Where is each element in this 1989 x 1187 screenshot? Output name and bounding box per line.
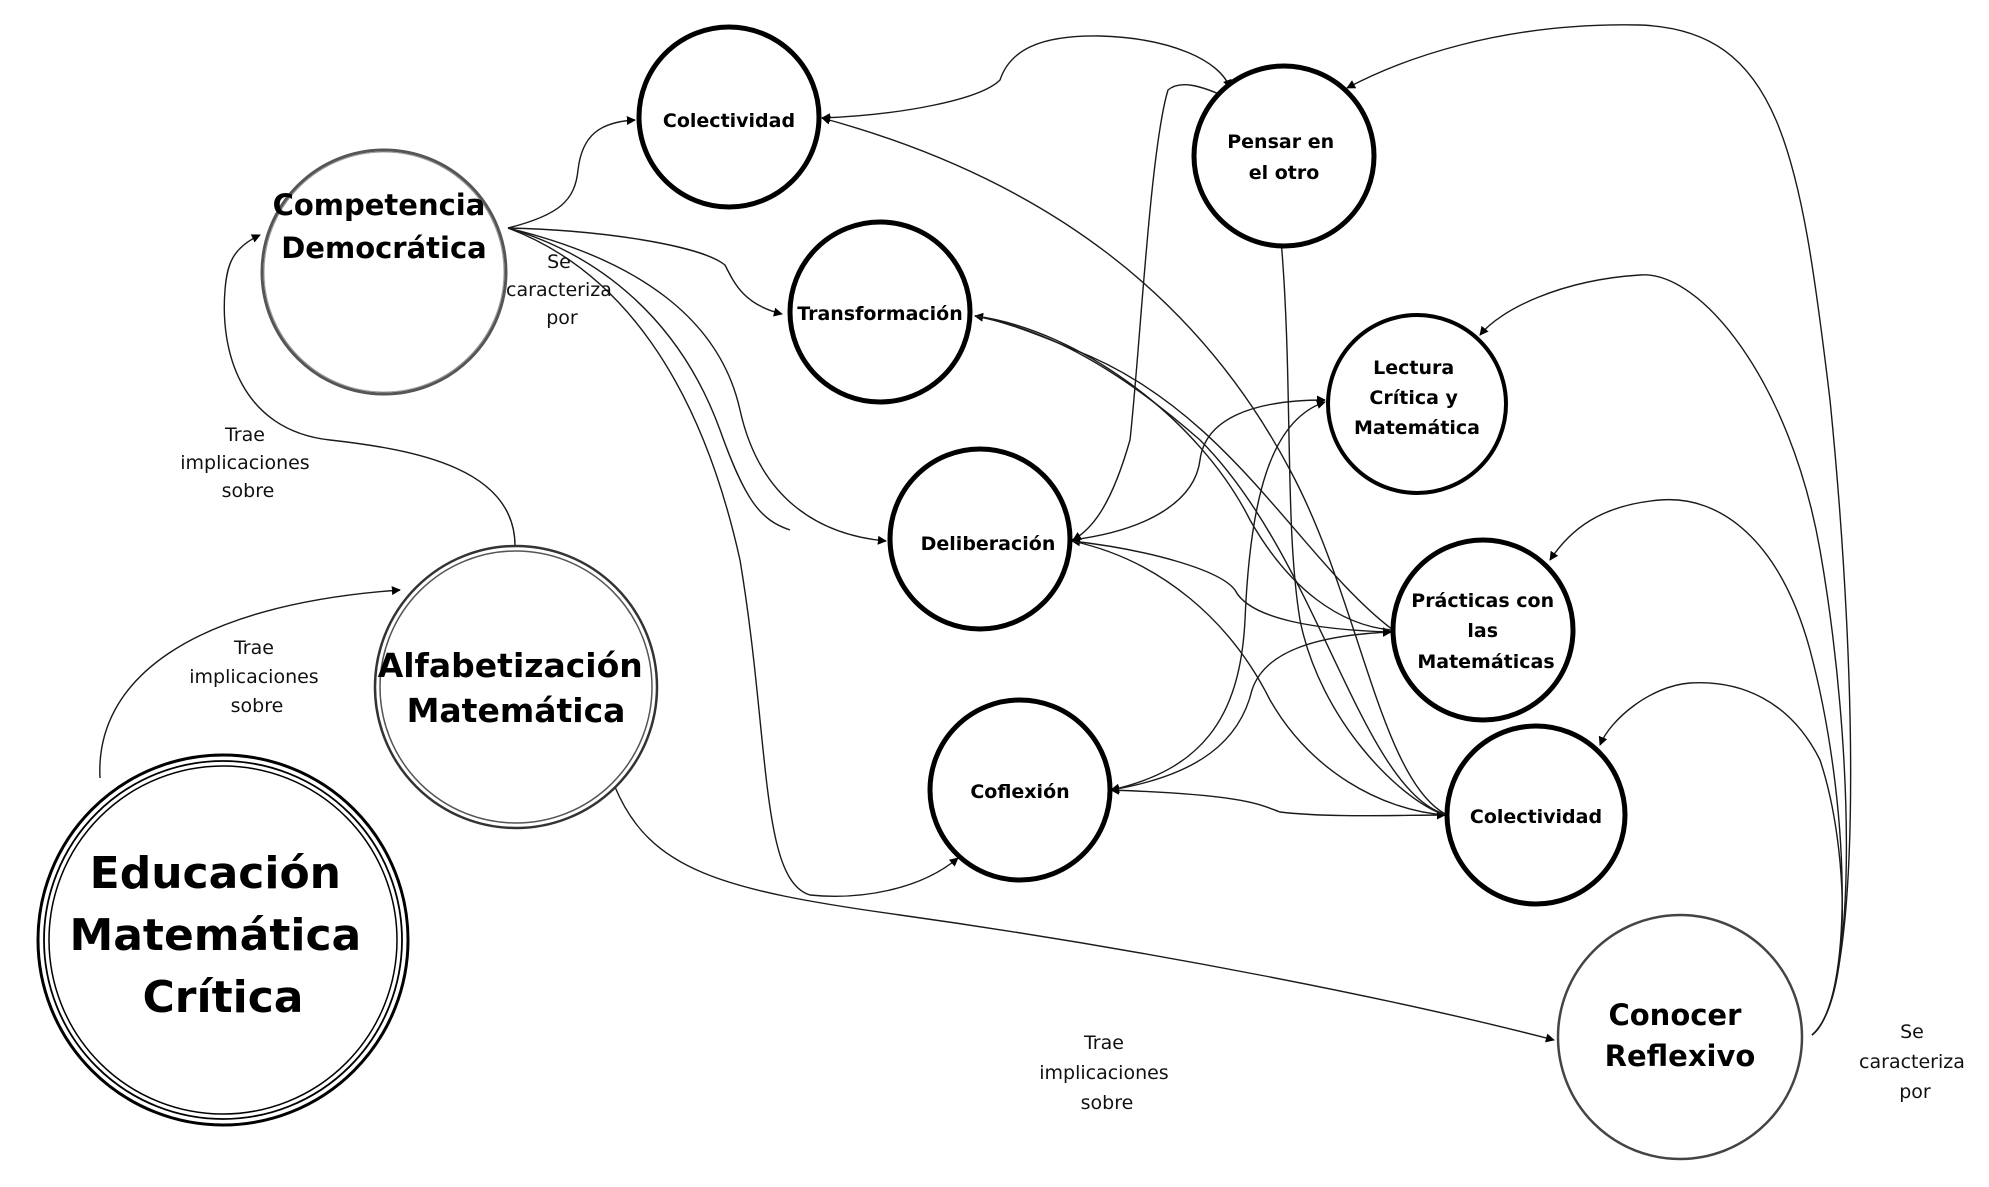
edge-conocer-pensar: [1346, 24, 1852, 1036]
node-colectividad-top[interactable]: Colectividad: [636, 24, 822, 210]
edge-labels: Se caracteriza por Trae implicaciones so…: [180, 251, 1971, 1114]
label-line: Trae: [1083, 1032, 1124, 1054]
node-practicas-line-2: las: [1467, 620, 1498, 642]
node-alfabetizacion[interactable]: Alfabetización Matemática: [373, 544, 659, 830]
label-line: por: [1899, 1081, 1931, 1103]
node-educacion-line-3: Crítica: [143, 972, 304, 1023]
node-conocer[interactable]: Conocer Reflexivo: [1556, 913, 1804, 1161]
edge-conocer-practicas: [1549, 498, 1843, 1036]
node-lectura-line-2: Crítica y: [1369, 387, 1458, 409]
edge-competencia-coflexion: [507, 227, 959, 897]
edge-conocer-lectura: [1479, 274, 1848, 1036]
label-trae-alfabetizacion-conocer: Trae implicaciones sobre: [1039, 1032, 1175, 1114]
label-trae-educacion-alfabetizacion: Trae implicaciones sobre: [189, 637, 325, 717]
edge-competencia-deliberacion: [507, 227, 887, 545]
edge-transformacion-practicas: [974, 315, 1392, 631]
edge-lectura-deliberacion: [1071, 395, 1326, 544]
node-alfabetizacion-label: Alfabetización Matemática: [378, 646, 655, 730]
label-line: sobre: [231, 695, 284, 717]
label-trae-alfabetizacion-competencia: Trae implicaciones sobre: [180, 424, 316, 502]
edge-deliberacion-practicas: [1071, 537, 1392, 637]
edge-deliberacion-colectividad-bottom: [1071, 540, 1446, 816]
node-competencia-line-2: Democrática: [281, 231, 487, 265]
node-colectividad-top-line-1: Colectividad: [663, 110, 795, 132]
edge-competencia-transformacion: [507, 227, 783, 317]
label-se-caracteriza-competencia: Se caracteriza por: [506, 251, 618, 329]
node-coflexion[interactable]: Coflexión: [927, 697, 1113, 883]
edge-competencia-colectividad-top: [507, 115, 636, 229]
edge-conocer-colectividad-bottom: [1598, 682, 1843, 1036]
node-colectividad-bottom-label: Colectividad: [1470, 806, 1602, 828]
node-lectura[interactable]: Lectura Crítica y Matemática: [1326, 313, 1508, 495]
node-educacion-line-2: Matemática: [69, 910, 361, 961]
node-alfabetizacion-line-2: Matemática: [407, 691, 626, 730]
label-line: Se: [547, 251, 571, 273]
node-alfabetizacion-line-1: Alfabetización: [378, 646, 643, 685]
label-line: implicaciones: [189, 666, 318, 688]
node-deliberacion-label: Deliberación: [921, 533, 1056, 555]
node-colectividad-bottom-line-1: Colectividad: [1470, 806, 1602, 828]
edge-alfabetizacion-conocer: [614, 786, 1555, 1043]
node-transformacion-label: Transformación: [797, 303, 963, 325]
edge-coflexion-practicas: [1110, 627, 1392, 794]
node-practicas-line-3: Matemáticas: [1417, 651, 1554, 673]
node-practicas-label: Prácticas con las Matemáticas: [1411, 590, 1560, 673]
label-se-caracteriza-conocer: Se caracteriza por: [1859, 1021, 1971, 1103]
node-practicas[interactable]: Prácticas con las Matemáticas: [1390, 537, 1576, 723]
node-conocer-line-2: Reflexivo: [1605, 1039, 1756, 1073]
node-competencia[interactable]: Competencia Democrática: [260, 148, 508, 396]
edge-educacion-alfabetizacion: [99, 586, 401, 779]
node-colectividad-top-label: Colectividad: [663, 110, 795, 132]
node-competencia-line-1: Competencia: [273, 188, 486, 222]
node-competencia-label: Competencia Democrática: [273, 188, 496, 265]
node-deliberacion[interactable]: Deliberación: [887, 446, 1073, 632]
node-conocer-label: Conocer Reflexivo: [1605, 998, 1756, 1073]
node-pensar-label: Pensar en el otro: [1227, 131, 1341, 184]
node-transformacion-line-1: Transformación: [797, 303, 963, 325]
edge-alfabetizacion-competencia: [223, 234, 516, 547]
label-line: caracteriza: [506, 279, 612, 301]
node-educacion-label: Educación Matemática Crítica: [69, 848, 376, 1023]
node-lectura-line-1: Lectura: [1373, 357, 1454, 379]
label-line: sobre: [222, 480, 275, 502]
node-pensar-line-2: el otro: [1249, 162, 1320, 184]
edge-colectividad-top-pensar: [821, 35, 1232, 123]
node-practicas-line-1: Prácticas con: [1411, 590, 1554, 612]
node-educacion-line-1: Educación: [90, 848, 341, 899]
label-line: caracteriza: [1859, 1051, 1965, 1073]
label-line: Trae: [224, 424, 265, 446]
nodes: Educación Matemática Crítica Alfabetizac…: [36, 24, 1804, 1161]
node-coflexion-label: Coflexión: [970, 781, 1069, 803]
label-line: sobre: [1081, 1092, 1134, 1114]
label-line: Se: [1900, 1021, 1924, 1043]
node-coflexion-line-1: Coflexión: [970, 781, 1069, 803]
node-pensar[interactable]: Pensar en el otro: [1191, 63, 1377, 249]
edge-lectura-colectividad-bottom: [1264, 119, 1446, 816]
node-conocer-line-1: Conocer: [1608, 998, 1742, 1032]
edge-competencia-extra: [507, 227, 791, 531]
node-colectividad-bottom[interactable]: Colectividad: [1444, 723, 1628, 907]
edge-coflexion-colectividad-bottom: [1110, 785, 1446, 820]
label-line: por: [546, 307, 578, 329]
label-line: implicaciones: [1039, 1062, 1168, 1084]
node-lectura-line-3: Matemática: [1354, 417, 1480, 439]
node-educacion[interactable]: Educación Matemática Crítica: [36, 753, 410, 1127]
node-transformacion[interactable]: Transformación: [787, 219, 973, 405]
node-deliberacion-line-1: Deliberación: [921, 533, 1056, 555]
label-line: Trae: [233, 637, 274, 659]
node-pensar-line-1: Pensar en: [1227, 131, 1334, 153]
edges: [99, 24, 1852, 1043]
label-line: implicaciones: [180, 452, 309, 474]
node-lectura-label: Lectura Crítica y Matemática: [1354, 357, 1480, 439]
